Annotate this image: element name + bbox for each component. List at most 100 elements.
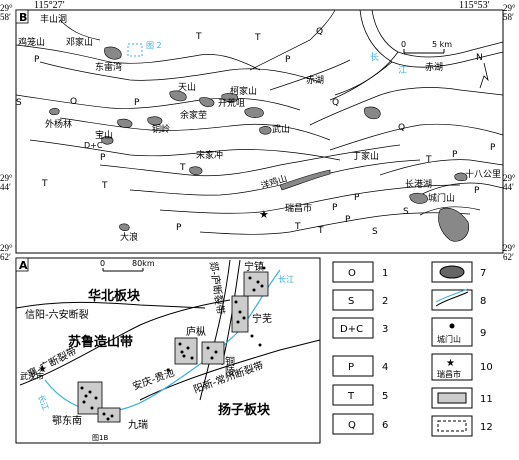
- map-a-panel-label: A: [19, 259, 28, 272]
- svg-text:P: P: [100, 153, 106, 163]
- label-ningzhen: 宁镇: [244, 260, 264, 273]
- svg-text:N: N: [476, 53, 483, 63]
- svg-text:D+C: D+C: [340, 324, 363, 335]
- svg-text:P: P: [134, 98, 140, 108]
- svg-text:80km: 80km: [132, 259, 155, 268]
- svg-text:Q: Q: [398, 123, 405, 133]
- svg-text:瑞昌市: 瑞昌市: [437, 369, 461, 379]
- label-jiurui: 九瑞: [128, 419, 148, 431]
- label-tongling-a: 铜陵: [223, 356, 235, 377]
- svg-text:T: T: [347, 391, 355, 402]
- svg-text:T: T: [294, 222, 301, 232]
- svg-text:T: T: [179, 163, 186, 173]
- wuhan-star-icon: ★: [38, 364, 47, 375]
- svg-text:0: 0: [100, 259, 105, 268]
- svg-text:1: 1: [382, 268, 388, 279]
- map-b-scale-bar: 0 5 km: [401, 40, 452, 54]
- city-star-icon: ★: [446, 358, 455, 369]
- river-label-jiang: 江: [398, 65, 407, 76]
- svg-text:T: T: [195, 32, 202, 42]
- legend-item-o: O 1: [332, 261, 388, 283]
- place-chihu-2: 赤湖: [425, 62, 443, 73]
- svg-text:P: P: [348, 362, 354, 373]
- label-xinyang: 信阳-六安断裂: [25, 308, 89, 321]
- svg-text:S: S: [348, 296, 354, 307]
- legend-item-dc: D+C 3: [332, 317, 388, 339]
- place-dingjiashan: 丁家山: [352, 150, 379, 162]
- place-yujiazhuang: 余家茔: [180, 109, 207, 121]
- svg-text:3: 3: [382, 324, 388, 335]
- svg-text:2: 2: [382, 296, 388, 307]
- place-tu2: 图 2: [146, 41, 162, 50]
- place-fengshanchong: 丰山洞: [40, 13, 67, 25]
- label-north-china: 华北板块: [88, 288, 141, 304]
- svg-text:O: O: [348, 268, 356, 279]
- svg-text:P: P: [490, 143, 496, 153]
- svg-text:S: S: [16, 98, 22, 108]
- lat-left-bot: 29°62′: [0, 243, 13, 262]
- svg-text:9: 9: [480, 328, 486, 339]
- place-baoshan: 宝山: [95, 129, 113, 141]
- place-chengmenshan: 城门山: [428, 192, 455, 204]
- legend-item-fault: 8: [431, 288, 486, 311]
- svg-text:P: P: [285, 55, 291, 65]
- svg-text:12: 12: [480, 422, 493, 433]
- place-tianshan: 天山: [178, 82, 196, 93]
- svg-text:T: T: [425, 155, 432, 165]
- place-shiliugongli: 十八公里: [465, 168, 501, 180]
- label-lujiang: 庐枞: [186, 325, 206, 338]
- label-wuhan: 武汉市: [20, 371, 44, 381]
- place-kejiashan: 柯家山: [230, 85, 257, 97]
- svg-text:城门山: 城门山: [437, 334, 461, 344]
- label-sulu: 苏鲁造山带: [68, 334, 133, 350]
- place-dengjiashan: 邓家山: [66, 36, 93, 48]
- river-label-chang: 长: [370, 51, 379, 63]
- svg-text:7: 7: [480, 268, 486, 279]
- svg-text:10: 10: [480, 362, 493, 373]
- place-wushan: 武山: [272, 123, 290, 135]
- svg-text:P: P: [452, 150, 458, 160]
- place-songjiachong: 宋家冲: [196, 149, 223, 161]
- lon-top-left: 115°27′: [34, 0, 65, 11]
- map-b-panel-label: B: [19, 11, 27, 24]
- svg-text:P: P: [474, 186, 480, 196]
- svg-text:T: T: [317, 226, 324, 236]
- legend-item-s: S 2: [332, 289, 388, 311]
- place-tongling-b: 铜岭: [152, 123, 170, 135]
- svg-text:Q: Q: [332, 98, 339, 108]
- label-tu1b: 图1B: [92, 434, 108, 442]
- svg-text:T: T: [254, 33, 261, 43]
- lat-right-mid: 29°44′: [503, 173, 516, 192]
- svg-text:8: 8: [480, 296, 486, 307]
- label-ningwu: 宁芜: [252, 312, 272, 325]
- lon-top-right: 115°53′: [459, 0, 490, 11]
- svg-text:P: P: [332, 203, 338, 213]
- svg-text:6: 6: [382, 420, 388, 431]
- lat-left-top: 29°58′: [0, 3, 13, 22]
- place-dc-label: D+C: [84, 141, 103, 150]
- place-ruichangshi: 瑞昌市: [285, 202, 312, 214]
- svg-text:P: P: [176, 223, 182, 233]
- svg-text:S: S: [403, 207, 409, 217]
- lat-left-mid: 29°44′: [0, 173, 13, 192]
- legend-item-district: 11: [431, 387, 493, 409]
- svg-text:T: T: [41, 179, 48, 189]
- lat-right-top: 29°58′: [503, 3, 516, 22]
- svg-text:O: O: [70, 97, 77, 107]
- intrusions: [49, 46, 470, 242]
- legend-item-intrusion: 7: [431, 261, 486, 283]
- label-changjiang-e: 长江: [278, 274, 294, 284]
- label-yangtze: 扬子板块: [218, 402, 271, 418]
- legend-item-dashed: 12: [431, 415, 493, 437]
- place-jilongshan: 鸡笼山: [18, 36, 45, 48]
- svg-text:P: P: [345, 215, 351, 225]
- place-chihu-1: 赤湖: [306, 75, 324, 86]
- place-changganghu: 长港湖: [405, 178, 432, 190]
- figure-2-outline: [127, 43, 143, 57]
- place-dalang: 大浪: [120, 231, 138, 243]
- north-arrow: N: [476, 53, 489, 89]
